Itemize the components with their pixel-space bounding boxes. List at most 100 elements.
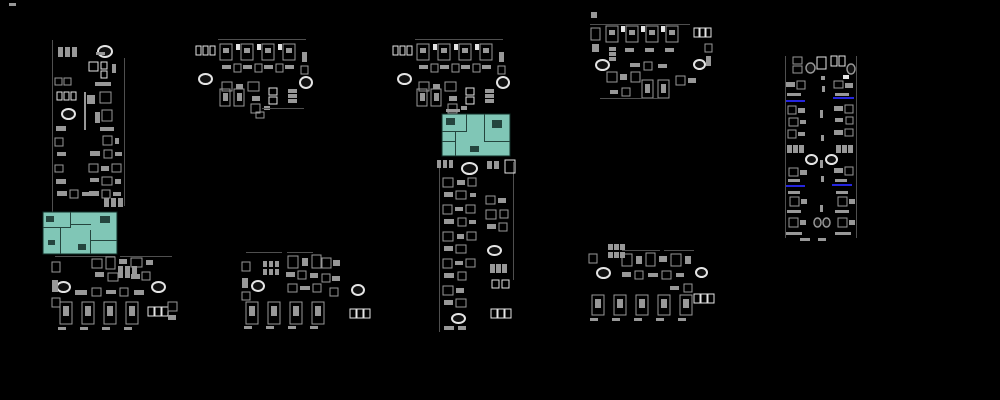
fixture-fill (648, 273, 658, 277)
fixture-fill (419, 65, 428, 69)
fixture-fill (288, 94, 297, 98)
fixture-fill (620, 244, 625, 250)
fixture-fill (849, 220, 855, 225)
fixture-fill (65, 47, 70, 57)
fixture-outline (837, 196, 848, 207)
fixture-fill (80, 327, 88, 330)
balcony-accent-line (786, 185, 805, 187)
fixture-fill-bright (621, 26, 625, 32)
table-symbol (805, 62, 816, 74)
unit-interior-wall (470, 146, 479, 152)
fixture-outline (455, 190, 467, 200)
fixture-outline (621, 87, 631, 97)
fixture-fill (57, 191, 67, 196)
fixture-fill (100, 127, 114, 131)
fixture-fill (592, 44, 599, 52)
fixture-outline-bright (70, 91, 77, 101)
fixture-fill (845, 83, 853, 88)
fixture-fill (433, 84, 440, 89)
wall-segment (600, 98, 660, 99)
wall-segment (124, 58, 125, 206)
table-symbol (461, 162, 478, 175)
fixture-outline (119, 287, 129, 297)
fixture-fill-bright (278, 44, 282, 50)
fixture-fill (111, 198, 116, 207)
fixture-fill (820, 205, 823, 212)
fixture-fill (101, 166, 109, 171)
fixture-fill (617, 299, 623, 308)
fixture-fill (798, 132, 805, 136)
fixture-outline (444, 81, 457, 92)
wall-segment (513, 162, 514, 280)
fixture-fill (333, 260, 340, 266)
table-symbol (251, 280, 265, 292)
fixture-fill (104, 198, 109, 207)
fixture-outline (282, 43, 296, 61)
fixture-fill (75, 290, 87, 295)
fixture-fill (63, 306, 69, 316)
fixture-outline (321, 273, 331, 283)
fixture-fill (455, 207, 463, 211)
fixture-fill (793, 145, 798, 153)
fixture-outline (661, 270, 672, 280)
highlighted-unit-2[interactable] (441, 113, 511, 157)
fixture-outline (219, 88, 231, 107)
fixture-outline (634, 270, 644, 280)
fixture-fill (115, 138, 119, 144)
fixture-fill (496, 264, 501, 273)
fixture-outline (105, 256, 116, 270)
fixture-fill (310, 326, 318, 329)
fixture-outline (465, 204, 476, 214)
fixture-fill (444, 219, 454, 224)
fixture-fill (645, 48, 654, 52)
fixture-outline (240, 43, 254, 61)
fixture-fill (286, 272, 295, 277)
fixture-outline (287, 283, 298, 293)
fixture-outline (833, 80, 844, 89)
fixture-outline (81, 301, 95, 325)
fixture-outline (645, 25, 659, 43)
fixture-outline (107, 272, 119, 282)
fixture-outline (241, 261, 251, 272)
fixture-fill (236, 84, 243, 89)
fixture-fill (455, 261, 463, 265)
table-symbol (56, 281, 71, 293)
fixture-fill-bright (661, 26, 665, 32)
fixture-fill (444, 326, 454, 330)
fixture-outline-bright (465, 87, 475, 96)
fixture-fill (834, 168, 843, 173)
fixture-fill (131, 274, 140, 279)
fixture-fill (820, 160, 823, 168)
unit-interior-wall (455, 131, 456, 156)
fixture-fill (95, 82, 111, 86)
table-symbol (151, 281, 166, 293)
fixture-outline (245, 301, 259, 325)
fixture-outline (844, 128, 854, 137)
fixture-outline (300, 65, 309, 75)
blue-highlight-marks (786, 97, 854, 187)
unit-interior-wall (442, 141, 455, 142)
fixture-outline-bright (490, 308, 498, 319)
fixture-fill (661, 299, 667, 308)
fixture-fill (288, 89, 297, 93)
fixture-outline (63, 77, 72, 86)
fixture-fill (801, 199, 807, 204)
fixture-fill (487, 161, 492, 169)
fixture-outline (455, 298, 467, 308)
wall-segment (246, 252, 282, 253)
fixture-fill (608, 252, 613, 258)
fixture-outline-bright (88, 61, 99, 72)
fixture-fill (223, 48, 229, 53)
highlighted-unit-1[interactable] (42, 211, 118, 255)
fixture-fill (132, 266, 137, 278)
fixture-fill (134, 290, 144, 295)
fixture-outline (267, 301, 281, 325)
fixture-outline (606, 71, 618, 83)
fixture-outline (101, 189, 111, 199)
fixture-fill (275, 261, 279, 267)
fixture-outline (704, 43, 713, 53)
fixture-outline (630, 71, 641, 83)
fixture-fill (487, 224, 496, 229)
balcony-accent-line (833, 97, 854, 99)
